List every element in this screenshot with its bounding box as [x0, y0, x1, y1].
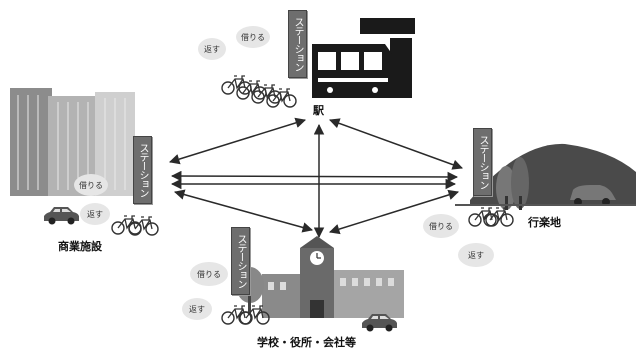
return-bubble-gakko: 返す — [182, 298, 212, 320]
label-kourakuchi: 行楽地 — [528, 216, 561, 229]
return-bubble-shogyo: 返す — [80, 203, 110, 225]
station-sign-gakko: ステーション — [231, 227, 250, 295]
school-building-illustration — [221, 236, 404, 332]
train-illustration — [312, 18, 415, 98]
station-sign-kourakuchi: ステーション — [473, 128, 492, 196]
bikes-eki — [221, 75, 297, 108]
borrow-bubble-eki: 借りる — [236, 26, 270, 48]
station-sign-shogyo: ステーション — [133, 136, 152, 204]
return-bubble-kourakuchi: 返す — [458, 243, 494, 267]
borrow-bubble-kourakuchi: 借りる — [423, 214, 459, 238]
leisure-spot-illustration — [455, 143, 636, 227]
arrow-eki-shogyo — [168, 117, 307, 165]
connection-arrows — [168, 117, 463, 239]
arrow-shogyo-kourakuchi-1 — [170, 170, 459, 183]
station-sign-eki: ステーション — [288, 10, 307, 78]
label-gakko: 学校・役所・会社等 — [257, 336, 356, 349]
label-shogyo: 商業施設 — [58, 240, 102, 253]
return-bubble-eki: 返す — [198, 38, 226, 60]
arrow-shogyo-gakko — [173, 189, 314, 233]
borrow-bubble-shogyo: 借りる — [74, 174, 108, 196]
arrow-kourakuchi-gakko — [328, 189, 460, 235]
borrow-bubble-gakko: 借りる — [190, 262, 228, 286]
label-eki: 駅 — [313, 104, 324, 117]
arrow-eki-kourakuchi — [329, 118, 463, 170]
